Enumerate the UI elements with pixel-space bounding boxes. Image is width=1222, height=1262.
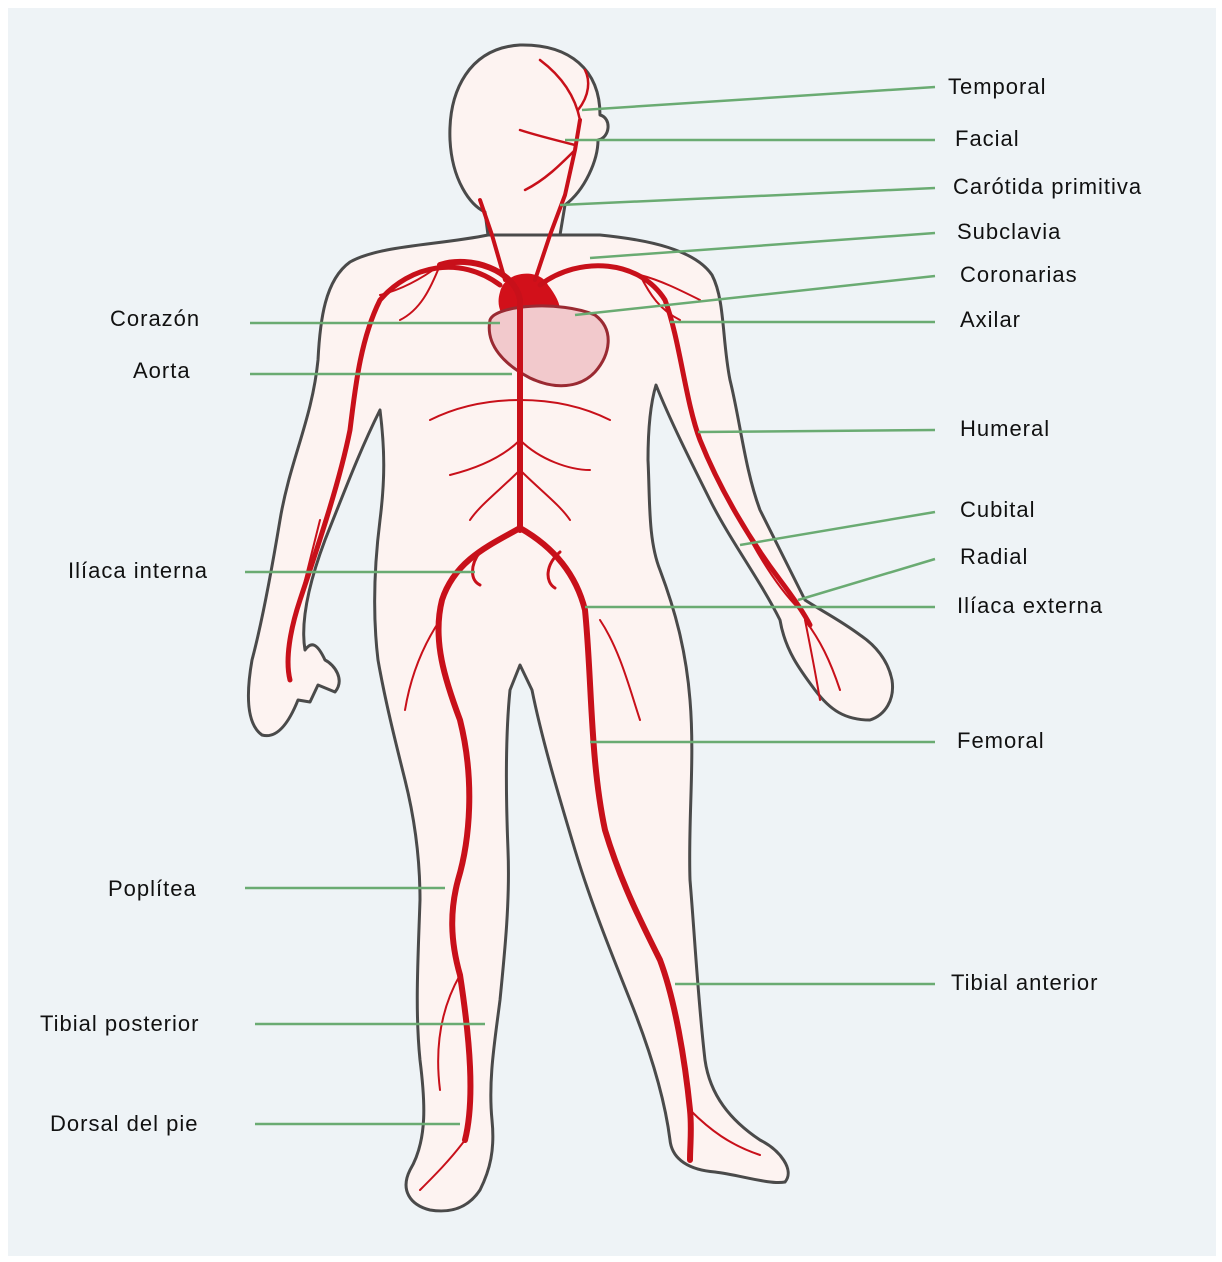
label-axilar: Axilar bbox=[960, 307, 1021, 333]
label-iliaca-interna: Ilíaca interna bbox=[68, 558, 208, 584]
label-femoral: Femoral bbox=[957, 728, 1045, 754]
leader-line-carotida bbox=[560, 188, 935, 205]
label-tibial-anterior: Tibial anterior bbox=[951, 970, 1098, 996]
label-humeral: Humeral bbox=[960, 416, 1050, 442]
body-outline bbox=[248, 45, 892, 1211]
label-cubital: Cubital bbox=[960, 497, 1035, 523]
label-corazon: Corazón bbox=[110, 306, 200, 332]
label-temporal: Temporal bbox=[948, 74, 1046, 100]
leader-line-temporal bbox=[582, 87, 935, 110]
label-coronarias: Coronarias bbox=[960, 262, 1078, 288]
label-carotida-primitiva: Carótida primitiva bbox=[953, 174, 1142, 200]
label-radial: Radial bbox=[960, 544, 1028, 570]
leader-line-radial bbox=[798, 559, 935, 600]
label-facial: Facial bbox=[955, 126, 1020, 152]
label-poplitea: Poplítea bbox=[108, 876, 197, 902]
label-tibial-posterior: Tibial posterior bbox=[40, 1011, 199, 1037]
label-subclavia: Subclavia bbox=[957, 219, 1061, 245]
label-aorta: Aorta bbox=[133, 358, 191, 384]
label-iliaca-externa: Ilíaca externa bbox=[957, 593, 1103, 619]
label-dorsal-del-pie: Dorsal del pie bbox=[50, 1111, 199, 1137]
